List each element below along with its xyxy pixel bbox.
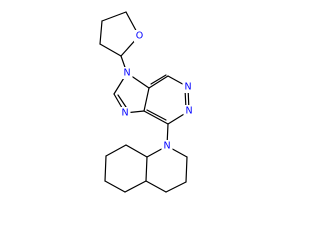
bond <box>143 87 150 112</box>
atom-n7: N <box>119 107 131 119</box>
atom-n-quinoline: N <box>161 140 173 152</box>
bond <box>146 109 167 121</box>
cyclohexane-ring <box>104 144 148 193</box>
bond <box>165 181 187 193</box>
bond <box>124 180 147 193</box>
bond <box>99 20 103 45</box>
bond <box>105 144 127 157</box>
bond <box>185 156 188 183</box>
pyrimidine-ring <box>143 74 190 125</box>
bond <box>143 110 169 125</box>
bond <box>104 155 107 182</box>
bond <box>101 11 127 22</box>
atom-label-n-quinoline: N <box>163 141 170 152</box>
tetrahydrofuran-ring <box>99 11 140 57</box>
atom-label-n9: N <box>123 68 130 79</box>
piperidine-ring <box>145 145 188 193</box>
bond <box>150 74 167 85</box>
bond <box>148 75 169 89</box>
atom-labels: O N N N N N <box>119 30 195 152</box>
atom-n9: N <box>121 67 133 79</box>
bond <box>104 180 126 193</box>
atom-oxygen: O <box>134 30 145 42</box>
bond <box>99 43 122 57</box>
atom-n1: N <box>183 105 195 117</box>
bond <box>125 144 148 158</box>
bond <box>145 180 167 193</box>
atom-n3: N <box>182 81 194 93</box>
atom-label-n7: N <box>121 108 128 119</box>
bond <box>145 156 148 182</box>
atom-label-n1: N <box>185 106 192 117</box>
atom-label-o: O <box>136 31 143 42</box>
atom-label-n3: N <box>184 82 191 93</box>
molecule-structure-diagram: O N N N N N <box>99 11 195 193</box>
